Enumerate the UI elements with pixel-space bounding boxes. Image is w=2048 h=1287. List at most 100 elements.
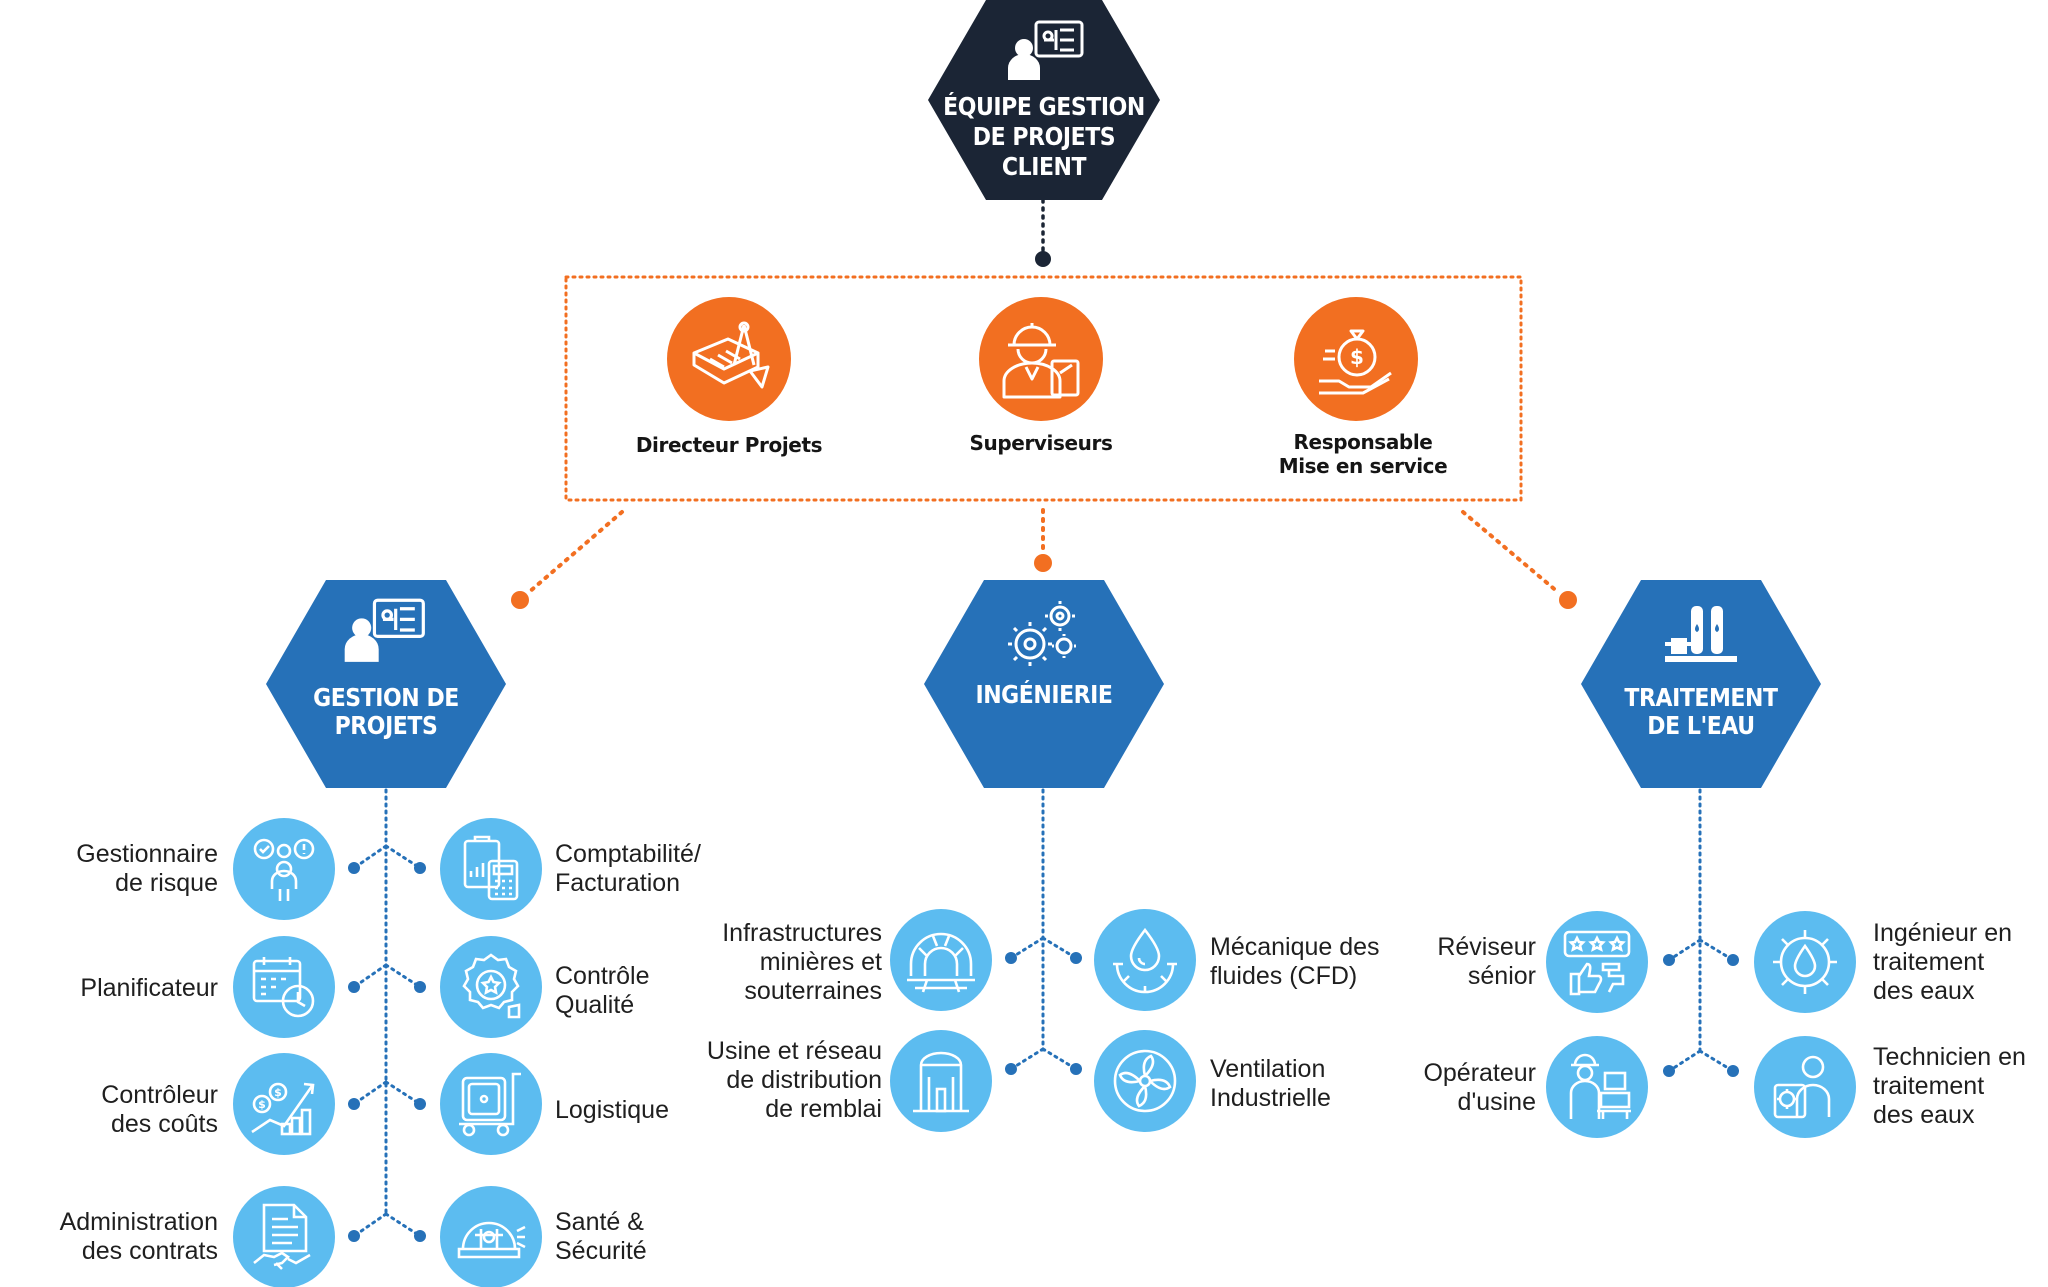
- tree-node-dot: [348, 862, 360, 874]
- commissioning-circle: $: [1294, 297, 1418, 421]
- health-safety-label: Santé & Sécurité: [555, 1208, 647, 1265]
- calculator-icon: [455, 833, 527, 905]
- risk-manager-label: Gestionnaire de risque: [76, 840, 218, 897]
- contract-icon: [248, 1201, 320, 1273]
- logistics-circle: [440, 1053, 542, 1155]
- mining-infra-circle: [890, 909, 992, 1011]
- project-management-title: GESTION DE PROJETS: [313, 683, 459, 740]
- tree-connector: [352, 1212, 388, 1238]
- backfill-plant-label: Usine et réseau de distribution de rembl…: [706, 1037, 882, 1123]
- planner-label: Planificateur: [80, 974, 218, 1002]
- svg-text:$: $: [258, 1098, 266, 1111]
- tree-connector: [1009, 936, 1045, 960]
- tree-node-dot: [414, 1230, 426, 1242]
- water-treatment-title: TRAITEMENT DE L'EAU: [1624, 683, 1778, 740]
- management-box: [564, 275, 1523, 502]
- water-treatment-hexagon: TRAITEMENT DE L'EAU: [1581, 580, 1821, 788]
- hard-hat-icon: [455, 1201, 527, 1273]
- cost-growth-icon: $ $: [248, 1068, 320, 1140]
- tree-node-dot: [1663, 1065, 1675, 1077]
- water-technician-circle: [1754, 1036, 1856, 1138]
- water-technician-label: Technicien en traitement des eaux: [1873, 1043, 2026, 1129]
- silo-icon: [905, 1045, 977, 1117]
- tree-node-dot: [414, 1098, 426, 1110]
- project-director-circle: [667, 297, 791, 421]
- plant-operator-circle: [1546, 1036, 1648, 1138]
- planner-circle: [233, 936, 335, 1038]
- health-safety-circle: [440, 1186, 542, 1287]
- svg-text:$: $: [274, 1086, 282, 1099]
- blueprint-icon: [684, 319, 774, 399]
- cart-icon: [455, 1068, 527, 1140]
- tree-node-dot: [348, 1230, 360, 1242]
- svg-text:$: $: [1350, 345, 1364, 369]
- cost-controller-circle: $ $: [233, 1053, 335, 1155]
- tree-connector: [352, 963, 388, 989]
- water-engineer-label: Ingénieur en traitement des eaux: [1873, 919, 2013, 1005]
- tunnel-icon: [905, 924, 977, 996]
- calendar-clock-icon: [248, 951, 320, 1023]
- tree-node-dot: [414, 981, 426, 993]
- quality-control-label: Contrôle Qualité: [555, 962, 650, 1019]
- plant-operator-icon: [1561, 1051, 1633, 1123]
- tree-connector: [352, 844, 388, 870]
- tree-connector: [384, 1212, 422, 1238]
- water-gear-icon: [1769, 926, 1841, 998]
- plant-operator-label: Opérateur d'usine: [1423, 1059, 1536, 1116]
- water-engineer-circle: [1754, 911, 1856, 1013]
- tree-node-dot: [1727, 954, 1739, 966]
- mining-infra-label: Infrastructures minières et souterraines: [722, 919, 882, 1005]
- tree-node-dot: [1005, 1063, 1017, 1075]
- fan-icon: [1109, 1045, 1181, 1117]
- tree-connector: [1041, 936, 1078, 960]
- accounting-label: Comptabilité/ Facturation: [555, 840, 701, 897]
- engineering-hexagon: INGÉNIERIE: [924, 580, 1164, 788]
- senior-reviewer-label: Réviseur sénior: [1437, 933, 1536, 990]
- accounting-circle: [440, 818, 542, 920]
- tree-connector: [1698, 938, 1735, 962]
- engineering-title: INGÉNIERIE: [975, 680, 1113, 709]
- tree-node-dot: [1663, 954, 1675, 966]
- quality-control-circle: [440, 936, 542, 1038]
- technician-icon: [1769, 1051, 1841, 1123]
- risk-manager-circle: [233, 818, 335, 920]
- tree-connector: [1667, 1049, 1702, 1073]
- cfd-circle: [1094, 909, 1196, 1011]
- engineer-icon: [996, 317, 1086, 401]
- tree-connector: [1698, 1049, 1735, 1073]
- tree-node-dot: [1005, 952, 1017, 964]
- tree-node-dot: [1070, 952, 1082, 964]
- tree-connector: [384, 963, 422, 989]
- tree-connector: [352, 1080, 388, 1106]
- tree-node-dot: [348, 981, 360, 993]
- cost-controller-label: Contrôleur des coûts: [101, 1081, 218, 1138]
- contract-admin-circle: [233, 1186, 335, 1287]
- senior-reviewer-circle: [1546, 911, 1648, 1013]
- tree-connector: [384, 1080, 422, 1106]
- tree-connector: [1041, 1047, 1078, 1071]
- backfill-plant-circle: [890, 1030, 992, 1132]
- project-director-label: Directeur Projets: [635, 433, 823, 457]
- quality-badge-icon: [455, 951, 527, 1023]
- client-team-title: ÉQUIPE GESTION DE PROJETS CLIENT: [943, 92, 1145, 181]
- ventilation-circle: [1094, 1030, 1196, 1132]
- tree-node-dot: [1070, 1063, 1082, 1075]
- tree-node-dot: [1727, 1065, 1739, 1077]
- tree-node-dot: [348, 1098, 360, 1110]
- logistics-label: Logistique: [555, 1096, 669, 1124]
- supervisors-circle: [979, 297, 1103, 421]
- review-stars-icon: [1561, 926, 1633, 998]
- fluid-gear-icon: [1109, 924, 1181, 996]
- tree-connector: [1009, 1047, 1045, 1071]
- project-management-hexagon: GESTION DE PROJETS: [266, 580, 506, 788]
- supervisors-label: Superviseurs: [969, 431, 1113, 455]
- tree-node-dot: [414, 862, 426, 874]
- contract-admin-label: Administration des contrats: [59, 1208, 218, 1265]
- ventilation-label: Ventilation Industrielle: [1210, 1055, 1331, 1112]
- cfd-label: Mécanique des fluides (CFD): [1210, 933, 1380, 990]
- commissioning-label: Responsable Mise en service: [1278, 430, 1448, 478]
- money-bag-icon: $: [1311, 317, 1401, 401]
- client-team-hexagon: ÉQUIPE GESTION DE PROJETS CLIENT: [928, 0, 1160, 200]
